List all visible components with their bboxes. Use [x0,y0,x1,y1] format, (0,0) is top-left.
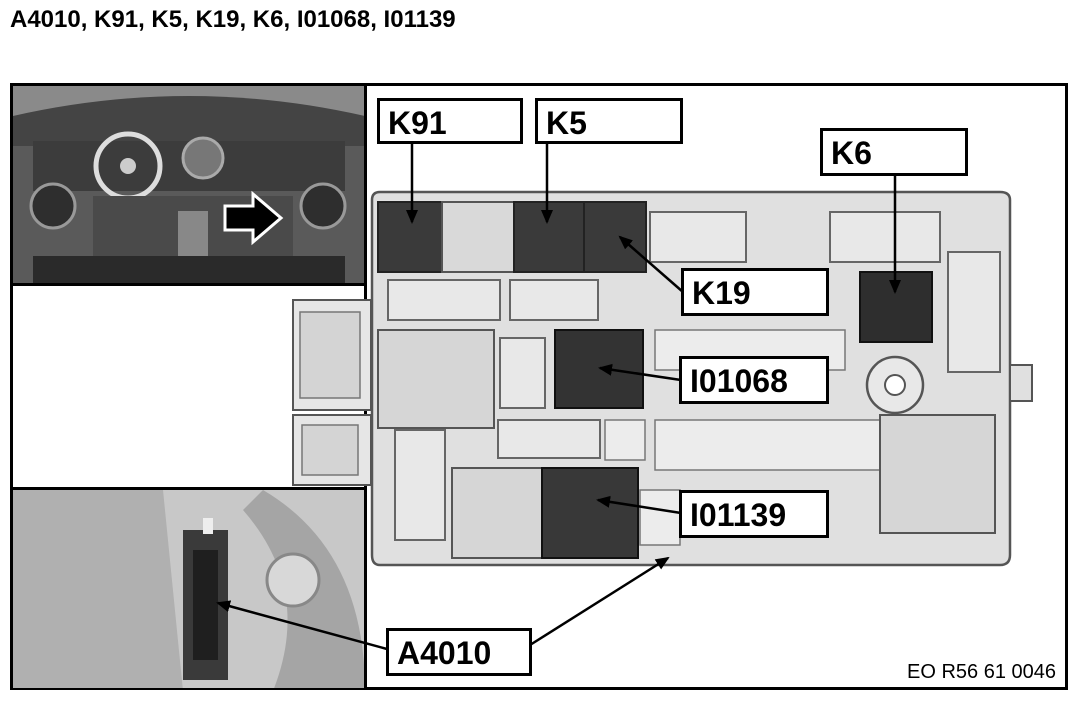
module-i01139 [541,467,639,559]
page-title: A4010, K91, K5, K19, K6, I01068, I01139 [10,6,456,33]
callout-k5: K5 [535,98,683,144]
callout-i01139: I01139 [679,490,829,538]
callout-a4010: A4010 [386,628,532,676]
callout-k6: K6 [820,128,968,176]
relay-slot-empty [441,201,515,273]
relay-k5 [513,201,585,273]
module-i01068 [554,329,644,409]
module-light-block [451,467,543,559]
callout-k91: K91 [377,98,523,144]
mounting-photo-drawing [13,490,365,688]
interior-photo-drawing [13,86,365,283]
arrow-right-icon [223,190,284,246]
left-connector-tabs [292,299,372,486]
interior-photo-inset [13,86,365,286]
mounting-photo-inset [13,487,365,688]
callout-k19: K19 [681,268,829,316]
figure-reference: EO R56 61 0046 [907,661,1056,683]
relay-k91 [377,201,443,273]
callout-i01068: I01068 [679,356,829,404]
relay-k19 [583,201,647,273]
